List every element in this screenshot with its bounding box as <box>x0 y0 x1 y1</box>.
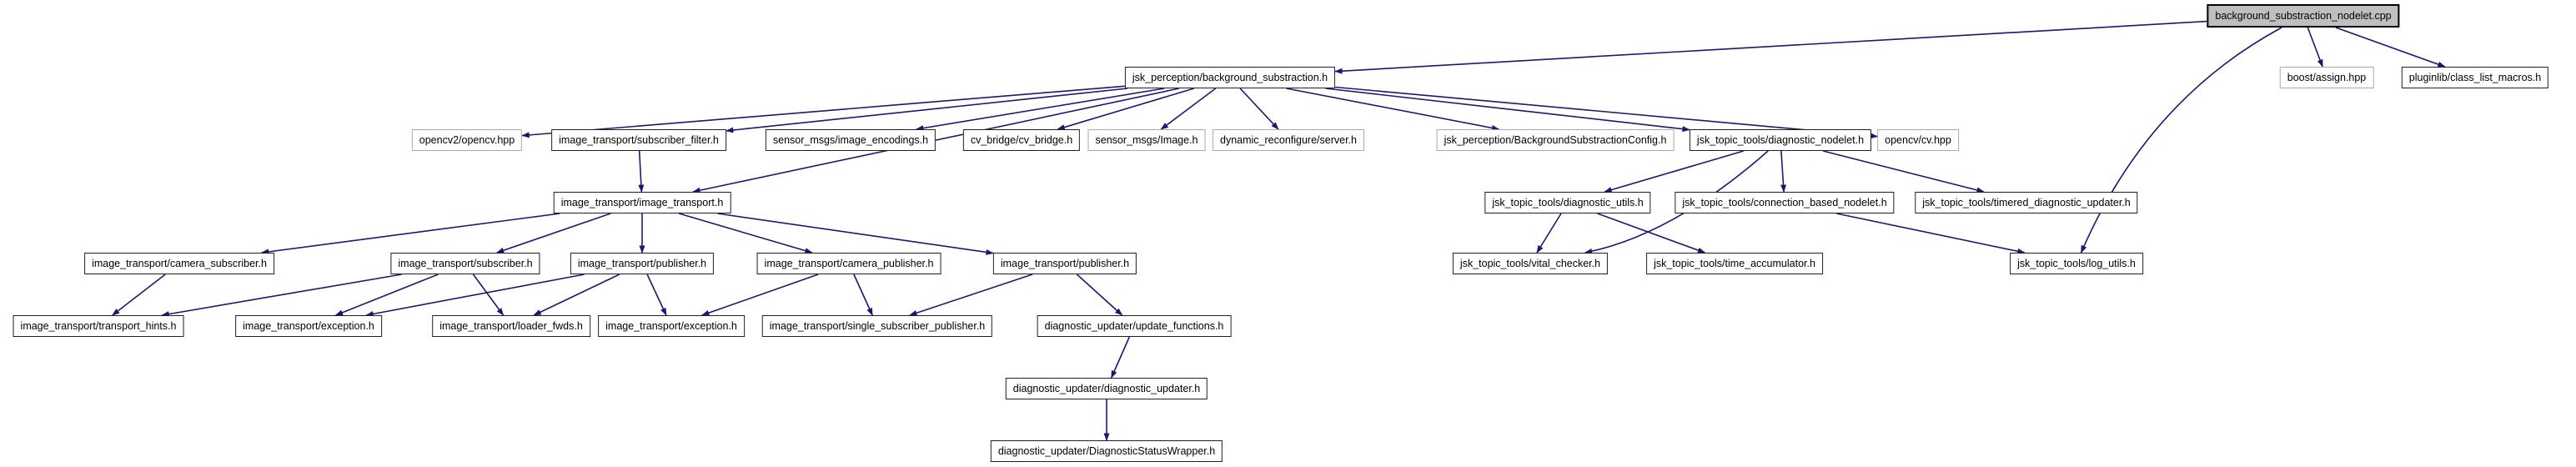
include-edge-n13-n17 <box>260 213 560 255</box>
graph-node-n21[interactable]: image_transport/publisher.h <box>992 253 1137 274</box>
include-edge-n18-n25 <box>161 274 402 318</box>
include-edge-n14-n23 <box>1597 213 1706 254</box>
include-edge-n19-n27 <box>533 274 620 316</box>
include-edge-n1-n11 <box>1325 88 1690 133</box>
include-edge-n13-n18 <box>495 213 611 254</box>
include-edge-n1-n10 <box>1286 88 1500 131</box>
include-edge-n19-n28 <box>646 274 667 316</box>
include-edge-n19-n26 <box>365 274 585 317</box>
graph-node-n13[interactable]: image_transport/image_transport.h <box>553 192 731 213</box>
include-edge-n0-n1 <box>1334 20 2207 74</box>
graph-node-n12: opencv/cv.hpp <box>1877 129 1959 151</box>
graph-node-n18[interactable]: image_transport/subscriber.h <box>390 253 540 274</box>
graph-node-n3[interactable]: pluginlib/class_list_macros.h <box>2401 67 2549 88</box>
include-edge-n20-n29 <box>853 274 873 316</box>
include-edge-n1-n6 <box>915 88 1165 132</box>
graph-node-n7[interactable]: cv_bridge/cv_bridge.h <box>962 129 1081 151</box>
graph-node-n20[interactable]: image_transport/camera_publisher.h <box>756 253 942 274</box>
graph-node-n23[interactable]: jsk_topic_tools/time_accumulator.h <box>1646 253 1823 274</box>
graph-node-n9: dynamic_reconfigure/server.h <box>1213 129 1364 151</box>
graph-node-n4: opencv2/opencv.hpp <box>411 129 523 151</box>
graph-node-n5[interactable]: image_transport/subscriber_filter.h <box>551 129 726 151</box>
graph-node-n6[interactable]: sensor_msgs/image_encodings.h <box>765 129 936 151</box>
include-edge-n1-n7 <box>1057 88 1194 130</box>
graph-node-n25[interactable]: image_transport/transport_hints.h <box>13 315 184 337</box>
include-edge-n21-n30 <box>1076 274 1123 316</box>
graph-node-n22[interactable]: jsk_topic_tools/vital_checker.h <box>1452 253 1609 274</box>
graph-node-n28[interactable]: image_transport/exception.h <box>598 315 745 337</box>
graph-node-n14[interactable]: jsk_topic_tools/diagnostic_utils.h <box>1484 192 1651 213</box>
graph-node-n26[interactable]: image_transport/exception.h <box>235 315 382 337</box>
graph-node-n8: sensor_msgs/Image.h <box>1087 129 1206 151</box>
include-edge-n1-n13 <box>692 88 1180 193</box>
graph-node-n27[interactable]: image_transport/loader_fwds.h <box>432 315 590 337</box>
include-edge-n1-n12 <box>1335 86 1879 139</box>
include-edge-n1-n9 <box>1239 88 1279 130</box>
graph-root-node: background_substraction_nodelet.cpp <box>2207 4 2400 28</box>
include-edge-n1-n4 <box>521 85 1125 138</box>
include-edge-n15-n24 <box>1836 213 2026 254</box>
include-edge-n11-n22 <box>1584 150 1769 254</box>
graph-node-n17[interactable]: image_transport/camera_subscriber.h <box>84 253 274 274</box>
graph-node-n11[interactable]: jsk_topic_tools/diagnostic_nodelet.h <box>1689 129 1872 151</box>
graph-node-n1[interactable]: jsk_perception/background_substraction.h <box>1124 67 1336 88</box>
graph-node-n2: boost/assign.hpp <box>2279 67 2374 88</box>
include-edge-n21-n29 <box>909 274 1033 316</box>
include-edge-n1-n5 <box>725 88 1128 133</box>
include-edge-n0-n2 <box>2307 27 2323 68</box>
include-edge-n11-n14 <box>1604 150 1745 193</box>
include-edge-n17-n25 <box>112 274 166 316</box>
graph-node-n16[interactable]: jsk_topic_tools/timered_diagnostic_updat… <box>1915 192 2138 213</box>
include-edge-n0-n24 <box>2080 27 2282 254</box>
graph-node-n19[interactable]: image_transport/publisher.h <box>570 253 715 274</box>
graph-node-n30[interactable]: diagnostic_updater/update_functions.h <box>1037 315 1232 337</box>
graph-node-n29[interactable]: image_transport/single_subscriber_publis… <box>761 315 993 337</box>
include-edge-n13-n20 <box>678 213 813 254</box>
include-edge-n5-n13 <box>638 150 645 193</box>
include-edge-n13-n21 <box>717 213 994 255</box>
include-edge-n11-n15 <box>1780 150 1787 193</box>
include-edge-n11-n16 <box>1822 150 1985 193</box>
graph-node-n31[interactable]: diagnostic_updater/diagnostic_updater.h <box>1005 378 1208 399</box>
include-edge-n18-n27 <box>472 274 505 316</box>
include-edge-n18-n26 <box>334 274 439 316</box>
include-edge-n14-n22 <box>1536 213 1562 254</box>
graph-node-n10: jsk_perception/BackgroundSubstractionCon… <box>1436 129 1675 151</box>
graph-node-n32[interactable]: diagnostic_updater/DiagnosticStatusWrapp… <box>990 440 1223 462</box>
include-edge-n20-n28 <box>700 274 819 316</box>
include-edge-n0-n3 <box>2335 27 2446 68</box>
include-edge-n30-n31 <box>1110 336 1131 379</box>
graph-node-n15[interactable]: jsk_topic_tools/connection_based_nodelet… <box>1675 192 1895 213</box>
include-edge-n1-n8 <box>1160 88 1217 130</box>
graph-node-n24[interactable]: jsk_topic_tools/log_utils.h <box>2010 253 2143 274</box>
